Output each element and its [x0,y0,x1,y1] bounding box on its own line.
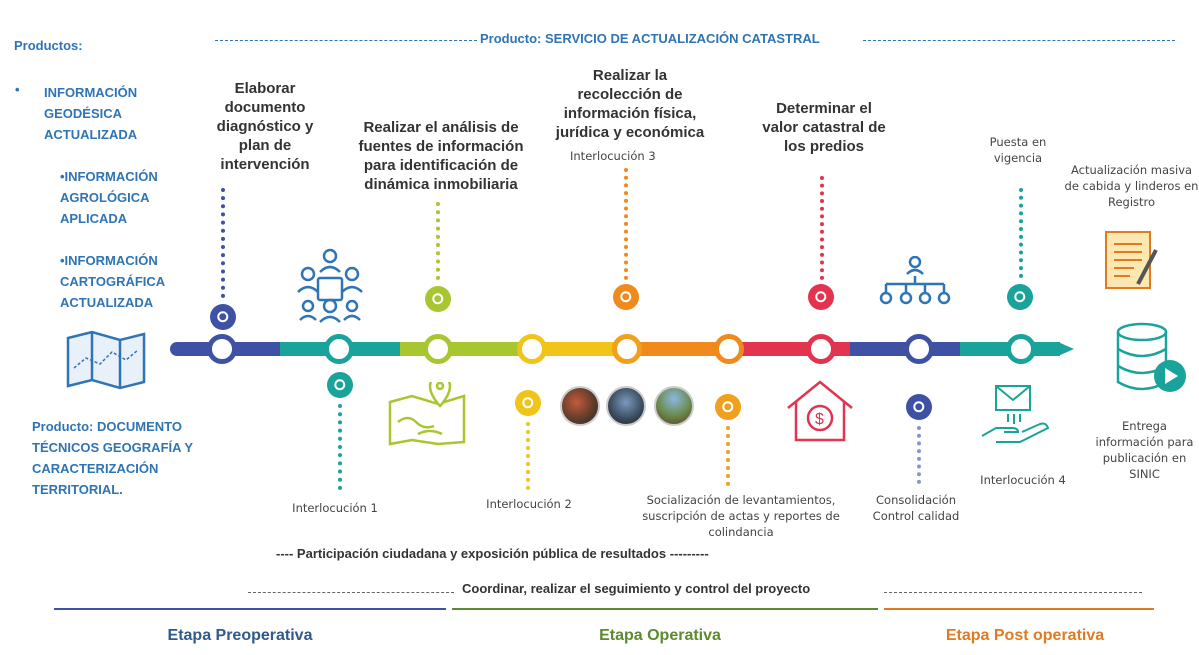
house-money-icon: $ [787,380,853,442]
stage-line-pre [54,608,446,610]
timeline-bar-orange [630,342,740,356]
coordinar-line-right [884,592,1142,593]
node-bottom-3 [715,394,741,420]
timeline-ring-4 [517,334,547,364]
dotline-top-4 [820,176,824,280]
header-line-left [215,40,477,41]
node-top-3 [613,284,639,310]
photo-1 [560,386,600,426]
org-chart-icon [879,256,951,305]
entrega-sinic: Entrega información para publicación en … [1095,419,1194,481]
coordinar-text: Coordinar, realizar el seguimiento y con… [462,581,811,596]
step-determinar: Determinar el valor catastral de los pre… [762,100,886,155]
dotline-top-2 [436,202,440,280]
participacion-text: ---- Participación ciudadana y exposició… [276,546,709,561]
node-bottom-1 [327,372,353,398]
product-item-cartografica: •INFORMACIÓN CARTOGRÁFICA ACTUALIZADA [60,253,165,310]
dotline-bottom-2 [526,422,530,490]
bullet: • [15,82,20,97]
dotline-bottom-1 [338,404,342,490]
timeline-ring-2 [324,334,354,364]
stage-line-post [884,608,1154,610]
timeline-arrow-head [1058,342,1074,356]
timeline-ring-5 [612,334,642,364]
dotline-top-1 [221,188,225,298]
location-map-icon [388,382,466,446]
timeline-ring-9 [1006,334,1036,364]
interlocucion-1: Interlocución 1 [292,501,378,515]
database-play-icon [1116,322,1186,392]
document-icon [1105,231,1158,289]
consolidacion-text: Consolidación Control calidad [872,493,960,523]
product-documento: Producto: DOCUMENTO TÉCNICOS GEOGRAFÍA Y… [32,419,193,497]
photo-3 [654,386,694,426]
timeline-bar-yellow [520,342,630,356]
node-top-4 [808,284,834,310]
products-title: Productos: [14,38,83,53]
node-top-2 [425,286,451,312]
step-puesta-vigencia: Puesta en vigencia [989,135,1047,165]
node-bottom-4 [906,394,932,420]
step-elaborar: Elaborar documento diagnóstico y plan de… [216,80,314,173]
timeline-ring-6 [714,334,744,364]
interlocucion-4: Interlocución 4 [980,473,1066,487]
photo-2 [606,386,646,426]
dotline-bottom-3 [726,426,730,486]
header-product-title: Producto: SERVICIO DE ACTUALIZACIÓN CATA… [480,31,820,46]
product-item-agrologica: •INFORMACIÓN AGROLÓGICA APLICADA [60,169,158,226]
hand-mail-icon [981,385,1050,443]
meeting-icon [297,248,363,323]
timeline-ring-7 [806,334,836,364]
product-item-geodesica: INFORMACIÓN GEODÉSICA ACTUALIZADA [44,85,138,142]
coordinar-line-left [248,592,454,593]
node-bottom-2 [515,390,541,416]
step-recoleccion: Realizar la recolección de información f… [555,67,705,141]
stage-line-op [452,608,878,610]
dotline-top-3 [624,168,628,280]
interlocucion-2: Interlocución 2 [486,497,572,511]
header-line-right [863,40,1175,41]
dotline-bottom-4 [917,426,921,484]
timeline-ring-8 [904,334,934,364]
timeline-ring-3 [423,334,453,364]
stage-operativa: Etapa Operativa [599,627,721,644]
stage-preoperativa: Etapa Preoperativa [167,627,313,644]
map-icon [66,330,146,390]
stage-post-operativa: Etapa Post operativa [945,627,1105,644]
timeline-ring-1 [207,334,237,364]
node-top-5 [1007,284,1033,310]
svg-text:$: $ [815,411,824,428]
step-actualizacion-masiva: Actualización masiva de cabida y lindero… [1064,163,1199,209]
step-analisis: Realizar el análisis de fuentes de infor… [358,119,524,193]
socializacion-text: Socialización de levantamientos, suscrip… [642,493,840,539]
dotline-top-5 [1019,188,1023,278]
node-top-1 [210,304,236,330]
interlocucion-3: Interlocución 3 [570,149,656,163]
timeline-bar-lime [400,342,520,356]
